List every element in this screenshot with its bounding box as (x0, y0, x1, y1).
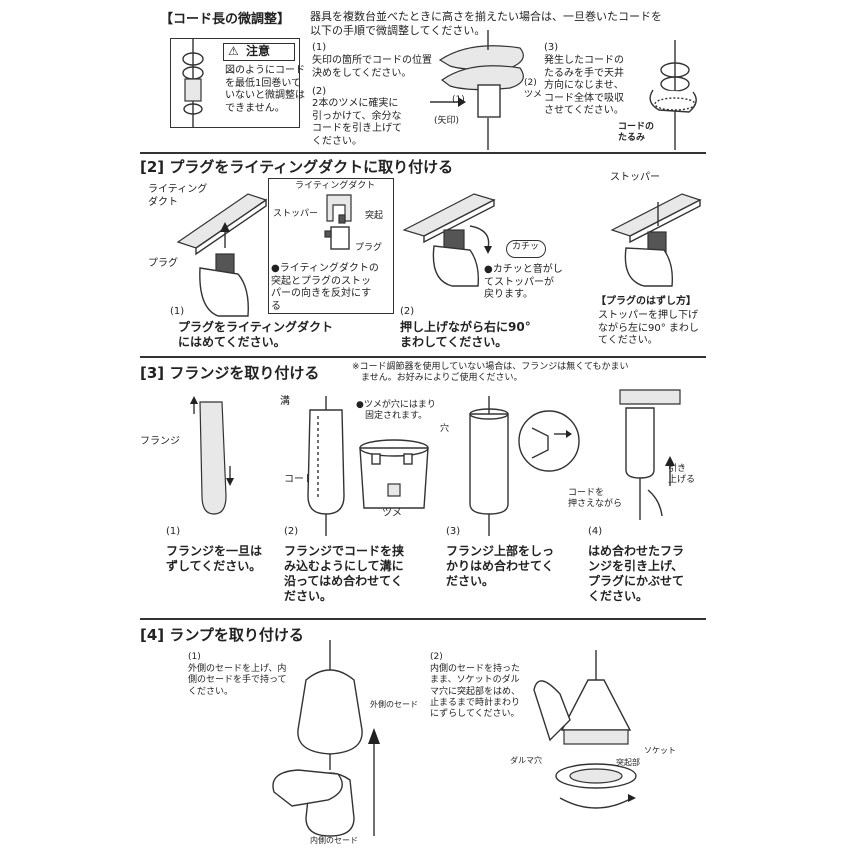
s2-step1-num: (1) (170, 306, 185, 317)
label-protrusion: 突起部 (616, 758, 640, 767)
s3-step4-num: (4) (588, 526, 603, 537)
inset-duct-label: ライティングダクト (295, 181, 376, 191)
label-1: (1) (452, 95, 465, 105)
duct-plug-illustration (176, 193, 268, 317)
section3-title: [3] フランジを取り付ける (140, 364, 320, 382)
label-groove: 溝 (280, 396, 290, 407)
label-duct: ライティング ダクト (148, 184, 208, 208)
label-arrow: (矢印) (434, 116, 460, 126)
s3-step2-text: フランジでコードを挟 み込むようにして溝に 沿ってはめ合わせてく ださい。 (284, 544, 405, 603)
label-plug: プラグ (148, 258, 178, 269)
cord-coil-illustration (182, 39, 204, 127)
s4-step2-num: (2) (430, 652, 443, 662)
s2-step1-text: プラグをライティングダクト にはめてください。 (178, 320, 334, 349)
click-bubble: カチッ (506, 240, 546, 258)
rotate-plug-illustration (402, 193, 496, 287)
inset-illustration (324, 194, 352, 250)
inset-protrusion-label: 突起 (365, 211, 384, 221)
label-daruma: ダルマ穴 (510, 756, 542, 765)
remove-plug-illustration (610, 193, 702, 287)
label-cord: コード (284, 474, 314, 485)
s1-step2-text: 2本のツメに確実に 引っかけて、余分な コードを引き上げて ください。 (312, 98, 402, 147)
inset-plug-label: プラグ (355, 243, 383, 253)
label-pull: 引き 上げる (668, 464, 696, 486)
cord-adjust-illustration (430, 30, 524, 150)
s3-step2-num: (2) (284, 526, 299, 537)
label-hold: コードを 押さえながら (568, 488, 623, 510)
flange-split-illustration (190, 396, 234, 515)
flange-groove-illustration (307, 396, 345, 536)
s2-step2-text: 押し上げながら右に90° まわしてください。 (400, 320, 531, 349)
s3-step4-text: はめ合わせたフラ ンジを引き上げ、 プラグにかぶせて ください。 (588, 544, 685, 603)
section-divider (140, 618, 706, 620)
s1-step1-num: (1) (312, 42, 327, 53)
inset-stopper-label: ストッパー (273, 209, 319, 219)
caution-box: ⚠ 注意 図のようにコード を最低1回巻いて いないと微調整は できません。 (170, 38, 305, 128)
s3-step3-num: (3) (446, 526, 461, 537)
section3-note: ※コード調節器を使用していない場合は、フランジは無くてもかまい ません。お好みに… (352, 362, 629, 384)
remove-text: ストッパーを押し下げ ながら左に90° まわし てください。 (598, 310, 699, 346)
label-inner-shade: 内側のセード (310, 836, 358, 845)
tsume-note: ●ツメが穴にはまり 固定されます。 (356, 400, 436, 422)
section1-intro: 器具を複数台並べたときに高さを揃えたい場合は、一旦巻いたコードを 以下の手順で微… (310, 10, 662, 37)
section1-title: 【コード長の微調整】 (160, 12, 291, 27)
click-note: ●カチッと音がし てストッパーが 戻ります。 (484, 264, 563, 300)
click-text: カチッ (512, 242, 540, 252)
section-divider (140, 152, 706, 154)
flange-press-detail (518, 410, 580, 472)
section2-title: [2] プラグをライティングダクトに取り付ける (140, 158, 454, 176)
caution-text: 図のようにコード を最低1回巻いて いないと微調整は できません。 (225, 65, 305, 114)
socket-illustration (533, 650, 637, 809)
label-hole: 穴 (440, 424, 450, 434)
label-slack: コードの たるみ (618, 122, 655, 144)
label-socket: ソケット (644, 746, 676, 755)
s1-step2-num: (2) (312, 86, 327, 97)
s1-step3-text: 発生したコードの たるみを手で天井 方向になじませ、 コード全体で吸収 させてく… (544, 55, 624, 116)
flange-pull-illustration (619, 389, 681, 520)
s4-step1-text: 外側のセードを上げ、内 側のセードを手で持って ください。 (188, 664, 287, 697)
s3-step1-text: フランジを一旦は ずしてください。 (166, 544, 263, 573)
section4-title: [4] ランプを取り付ける (140, 626, 304, 644)
section-divider (140, 356, 706, 358)
s4-step2-text: 内側のセードを持った まま、ソケットのダル マ穴に突起部をはめ、 止まるまで時計… (430, 664, 521, 719)
label-tsume-s3: ツメ (382, 508, 402, 519)
label-outer-shade: 外側のセード (370, 700, 418, 709)
s1-step3-num: (3) (544, 42, 559, 53)
label-stopper: ストッパー (610, 172, 660, 183)
label-flange: フランジ (140, 436, 180, 447)
inset-box: ライティングダクト ストッパー 突起 プラグ ●ライティングダクトの 突起とプラ… (268, 178, 394, 314)
inset-note: ●ライティングダクトの 突起とプラグのストッ パーの向きを反対にす る (271, 263, 379, 312)
cord-slack-illustration (649, 40, 697, 150)
label-tsume: ツメ (524, 90, 543, 100)
remove-title: 【プラグのはずし方】 (596, 296, 696, 307)
flange-tsume-detail (359, 439, 429, 509)
warning-icon: ⚠ (228, 44, 239, 58)
s3-step1-num: (1) (166, 526, 181, 537)
flange-closed-illustration (469, 396, 509, 536)
lamp-shade-illustration (272, 640, 380, 837)
s2-step2-num: (2) (400, 306, 415, 317)
s4-step1-num: (1) (188, 652, 201, 662)
label-2: (2) (524, 78, 537, 88)
caution-title: 注意 (246, 44, 271, 58)
s3-step3-text: フランジ上部をしっ かりはめ合わせてく ださい。 (446, 544, 555, 588)
caution-label: ⚠ 注意 (223, 43, 295, 61)
s1-step1-text: 矢印の箇所でコードの位置 決めをしてください。 (312, 55, 432, 79)
